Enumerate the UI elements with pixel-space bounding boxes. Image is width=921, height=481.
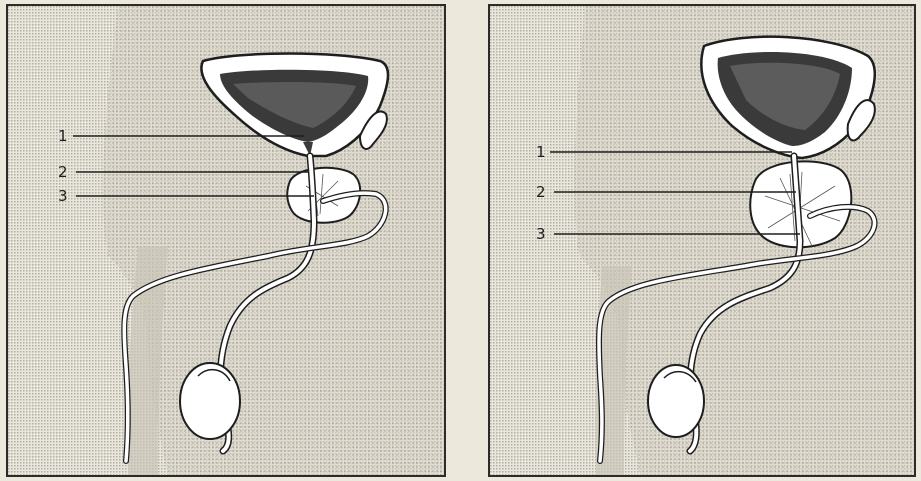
testis (180, 363, 240, 439)
testis (648, 365, 704, 437)
callout-label-2: 2 (58, 163, 68, 181)
right-diagram-panel: 1 2 3 (488, 4, 916, 477)
callout-label-2: 2 (536, 183, 546, 201)
callout-label-1: 1 (58, 127, 68, 145)
callout-label-3: 3 (536, 225, 546, 243)
left-anatomy-drawing: 1 2 3 (8, 6, 444, 475)
callout-label-3: 3 (58, 187, 68, 205)
callout-label-1: 1 (536, 143, 546, 161)
right-anatomy-drawing: 1 2 3 (490, 6, 914, 475)
left-diagram-panel: 1 2 3 (6, 4, 446, 477)
